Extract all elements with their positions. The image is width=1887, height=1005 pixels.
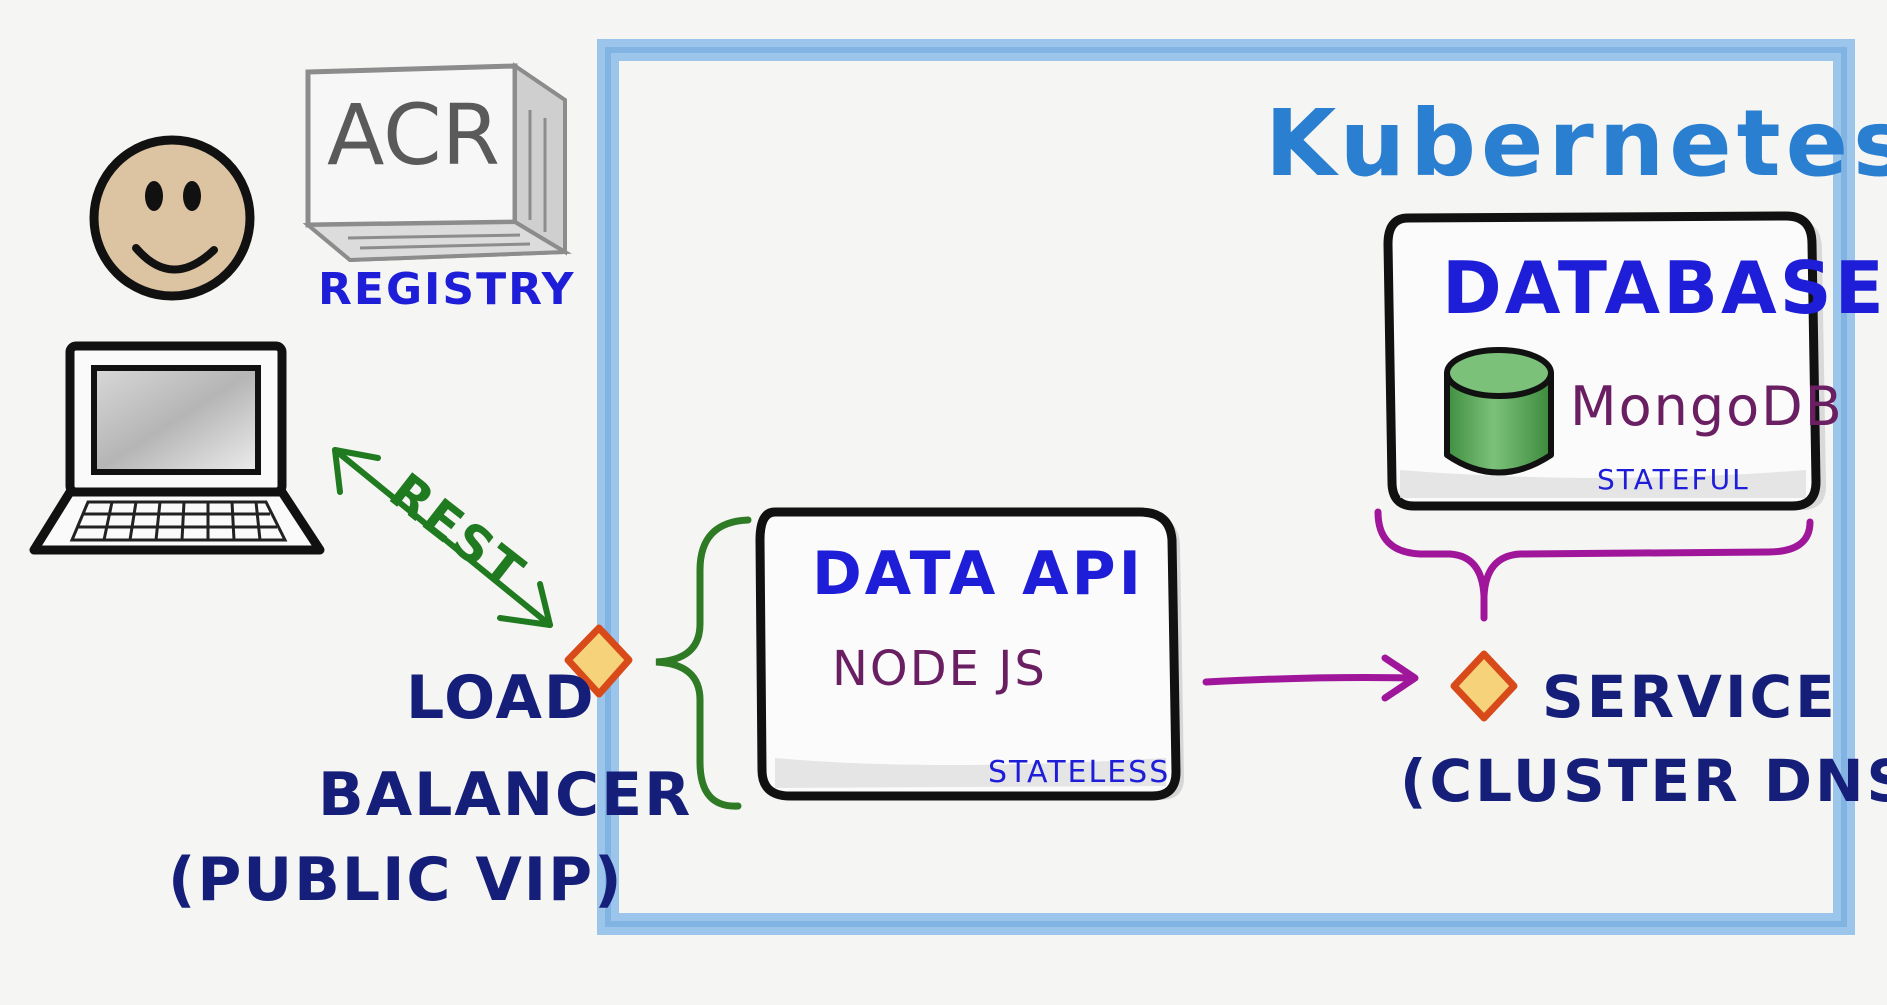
data-api-tech: NODE JS xyxy=(832,641,1047,697)
database-title: DATABASE xyxy=(1442,246,1887,330)
laptop-icon xyxy=(29,341,325,555)
data-api-state: STATELESS xyxy=(988,755,1171,790)
registry-caption: REGISTRY xyxy=(318,264,576,315)
database-brace xyxy=(1374,508,1814,622)
acr-registry-icon xyxy=(302,62,572,263)
service-label-line1: SERVICE xyxy=(1542,663,1838,731)
service-label-line2: (CLUSTER DNS) xyxy=(1400,747,1887,815)
load-balancer-label-line1: LOAD xyxy=(406,663,596,733)
rest-arrow xyxy=(332,447,553,628)
kubernetes-cluster-border xyxy=(597,39,1855,935)
user-face-icon xyxy=(89,135,255,301)
load-balancer-diamond xyxy=(564,624,633,698)
mongodb-cylinder-icon xyxy=(1444,347,1554,476)
database-tech: MongoDB xyxy=(1570,375,1844,438)
kubernetes-label: Kubernetes xyxy=(1265,90,1887,197)
database-state: STATEFUL xyxy=(1597,463,1750,496)
data-api-box xyxy=(755,507,1184,801)
service-diamond xyxy=(1450,650,1518,722)
api-to-service-arrow xyxy=(1202,654,1419,702)
acr-label: ACR xyxy=(327,86,501,184)
data-api-title: DATA API xyxy=(812,539,1144,609)
load-balancer-label-line3: (PUBLIC VIP) xyxy=(168,845,624,915)
load-balancer-label-line2: BALANCER xyxy=(318,760,693,830)
pod-brace xyxy=(655,516,752,810)
